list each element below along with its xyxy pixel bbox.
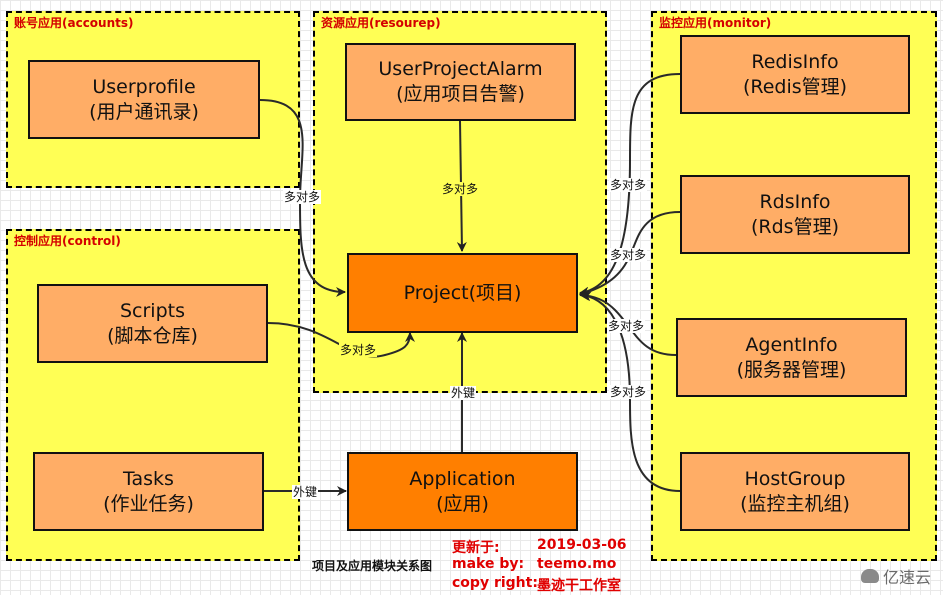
node-userprojectalarm[interactable]: UserProjectAlarm (应用项目告警) xyxy=(345,43,576,121)
group-title-resourcep: 资源应用(resourep) xyxy=(321,16,441,30)
node-agentinfo[interactable]: AgentInfo (服务器管理) xyxy=(676,318,907,397)
node-redisinfo[interactable]: RedisInfo (Redis管理) xyxy=(680,35,910,114)
node-userprojectalarm-sub: (应用项目告警) xyxy=(396,83,525,105)
node-tasks-sub: (作业任务) xyxy=(103,492,194,515)
node-tasks-name: Tasks xyxy=(123,467,174,490)
meta-updated-value: 2019-03-06 xyxy=(537,537,627,553)
node-userprofile-sub: (用户通讯录) xyxy=(89,100,199,123)
node-rdsinfo-name: RdsInfo xyxy=(759,190,831,213)
group-title-monitor: 监控应用(monitor) xyxy=(659,16,772,30)
node-scripts-name: Scripts xyxy=(119,299,185,322)
meta-author-label: make by: xyxy=(452,556,525,572)
edge-label-agent-project: 多对多 xyxy=(607,319,646,333)
edge-label-scripts-project: 多对多 xyxy=(339,343,378,357)
edge-redis-project xyxy=(579,73,681,297)
edge-hostgroup-project xyxy=(581,291,681,492)
diagram-caption: 项目及应用模块关系图 xyxy=(312,559,433,573)
node-application-sub: (应用) xyxy=(436,492,489,515)
meta-author-value: teemo.mo xyxy=(537,556,617,572)
node-hostgroup-name: HostGroup xyxy=(744,467,846,490)
node-agentinfo-name: AgentInfo xyxy=(745,333,838,356)
edge-label-userprofile-project: 多对多 xyxy=(283,190,322,204)
node-userprojectalarm-name: UserProjectAlarm xyxy=(378,58,543,80)
node-userprofile[interactable]: Userprofile (用户通讯录) xyxy=(28,60,260,139)
meta-copyright-label: copy right: xyxy=(452,575,538,591)
edge-label-alarm-project: 多对多 xyxy=(441,182,480,196)
cloud-icon xyxy=(860,569,879,583)
node-hostgroup[interactable]: HostGroup (监控主机组) xyxy=(680,452,910,531)
watermark-text: 亿速云 xyxy=(882,568,931,587)
node-rdsinfo[interactable]: RdsInfo (Rds管理) xyxy=(680,175,910,254)
node-userprofile-name: Userprofile xyxy=(92,75,196,98)
edge-label-application-project: 外键 xyxy=(450,386,477,400)
node-application-name: Application xyxy=(409,467,516,490)
group-title-control: 控制应用(control) xyxy=(14,234,121,248)
edge-label-rds-project: 多对多 xyxy=(609,248,648,262)
edge-label-redis-project: 多对多 xyxy=(609,178,648,192)
meta-copyright-value: 墨迹干工作室 xyxy=(537,578,621,594)
node-application[interactable]: Application (应用) xyxy=(347,452,578,531)
node-scripts[interactable]: Scripts (脚本仓库) xyxy=(37,284,268,363)
node-project-name: Project(项目) xyxy=(403,281,522,304)
node-redisinfo-sub: (Redis管理) xyxy=(742,75,848,98)
node-scripts-sub: (脚本仓库) xyxy=(107,324,198,347)
node-agentinfo-sub: (服务器管理) xyxy=(736,358,847,381)
node-rdsinfo-sub: (Rds管理) xyxy=(751,215,839,238)
node-tasks[interactable]: Tasks (作业任务) xyxy=(33,452,264,531)
edge-label-tasks-application: 外键 xyxy=(292,485,319,499)
node-redisinfo-name: RedisInfo xyxy=(751,50,839,73)
watermark: 亿速云 xyxy=(860,564,931,588)
edge-label-hostgroup-project: 多对多 xyxy=(609,385,648,399)
meta-updated-label: 更新于: xyxy=(452,540,500,556)
group-title-accounts: 账号应用(accounts) xyxy=(14,16,134,30)
edge-agent-project xyxy=(579,290,677,356)
node-project[interactable]: Project(项目) xyxy=(347,253,578,333)
node-hostgroup-sub: (监控主机组) xyxy=(740,492,850,515)
